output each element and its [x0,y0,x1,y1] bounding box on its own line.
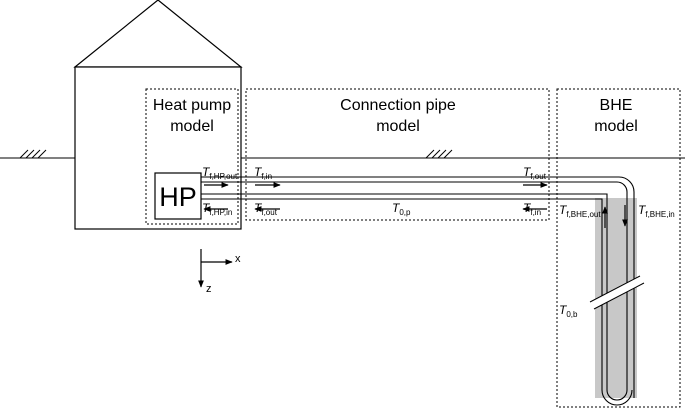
bhe-model-title-line1: BHE [600,97,633,114]
x-axis-label: x [235,253,241,265]
connection-pipe-model-title-line2: model [376,118,420,135]
connection-pipe-model-title-line1: Connection pipe [340,97,456,114]
bhe-model-boundary [556,88,681,408]
house-roof [73,0,243,68]
heat-pump-model-title-line1: Heat pump [153,97,231,114]
connection-pipe-model-boundary [245,88,550,221]
outer-pipe-bottom [201,198,633,406]
label-t-hp-out: Tf,HP,out [202,165,238,181]
model-boundaries [145,88,681,408]
heat-pump-box-label: HP [159,182,197,212]
label-t-pipe-in-left: Tf,in [254,165,272,181]
inner-pipe-bottom [201,193,628,401]
label-t-borehole-ground: T0,b [559,303,578,319]
label-t-pipe-out-left: Tf,out [254,201,278,217]
label-t-pipe-out-right: Tf,out [523,165,547,181]
borehole-break-symbol [589,275,645,310]
ground-hatch-middle [425,149,453,159]
pipes [201,176,635,406]
label-t-bhe-out: Tf,BHE,out [559,203,601,219]
z-axis-label: z [206,283,212,295]
bhe-model-title-line2: model [594,118,638,135]
heat-pump-box: HP [154,172,202,220]
label-t-bhe-in: Tf,BHE,in [638,203,675,219]
label-t-pipe-in-right: Tf,in [523,201,541,217]
outer-pipe-top [201,176,635,398]
flow-arrows [203,182,628,228]
heat-pump-model-boundary [145,88,239,225]
heat-pump-model-title-line2: model [170,118,214,135]
inner-pipe-top [201,181,628,390]
ground-hatch-left [19,149,47,159]
coordinate-axes [198,249,233,288]
label-t-pipe-ground: T0,p [392,201,411,217]
label-t-hp-in: Tf,HP,in [202,201,232,217]
